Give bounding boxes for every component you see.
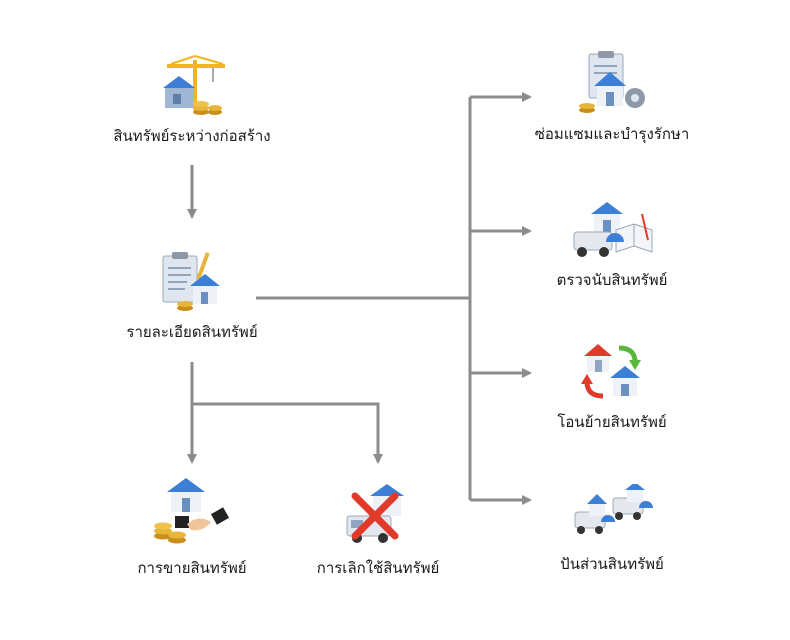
clipboard-house-gear-icon: [579, 51, 645, 113]
crane-house-coins-icon: [163, 55, 225, 115]
label-details: รายละเอียดสินทรัพย์: [126, 323, 258, 341]
arrow-to-dispose: [192, 402, 383, 464]
node-sell: การขายสินทรัพย์: [92, 474, 292, 580]
house-van-cross-icon: [346, 484, 404, 543]
node-count: ตรวจนับสินทรัพย์: [512, 200, 712, 292]
two-houses-vans-icon: [574, 484, 653, 534]
houses-swap-icon: [581, 344, 641, 399]
node-dispose: การเลิกใช้สินทรัพย์: [278, 480, 478, 580]
label-construction: สินทรัพย์ระหว่างก่อสร้าง: [113, 127, 271, 145]
node-details: รายละเอียดสินทรัพย์: [92, 248, 292, 344]
node-share: ปันส่วนสินทรัพย์: [512, 484, 712, 576]
label-dispose: การเลิกใช้สินทรัพย์: [316, 559, 440, 577]
node-maintenance: ซ่อมแซมและบำรุงรักษา: [512, 50, 712, 146]
house-book-icon: [573, 202, 653, 257]
label-transfer: โอนย้ายสินทรัพย์: [557, 413, 667, 431]
label-share: ปันส่วนสินทรัพย์: [560, 555, 664, 573]
node-transfer: โอนย้ายสินทรัพย์: [512, 340, 712, 434]
node-construction: สินทรัพย์ระหว่างก่อสร้าง: [92, 52, 292, 148]
clipboard-house-icon: [162, 252, 220, 311]
label-sell: การขายสินทรัพย์: [137, 559, 247, 577]
house-handshake-icon: [154, 478, 230, 544]
label-count: ตรวจนับสินทรัพย์: [556, 271, 668, 289]
label-maintenance: ซ่อมแซมและบำรุงรักษา: [534, 125, 690, 143]
